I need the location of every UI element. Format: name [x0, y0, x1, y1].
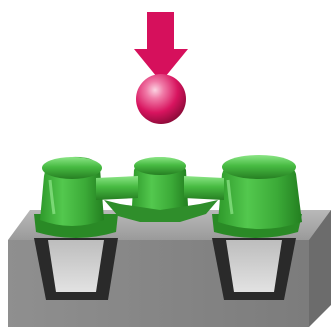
- down-arrow-icon: [134, 12, 188, 82]
- sphere-icon: [136, 74, 186, 124]
- right-cavity: [212, 238, 296, 300]
- green-structure: [34, 155, 302, 238]
- left-cavity: [34, 238, 118, 300]
